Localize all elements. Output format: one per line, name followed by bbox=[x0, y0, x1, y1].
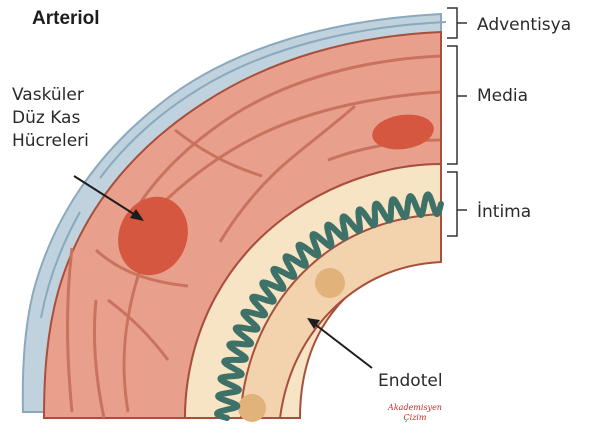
endothelial-nucleus bbox=[238, 394, 266, 422]
signature-line: Çizim bbox=[370, 413, 460, 423]
endotel-pointer-line bbox=[312, 322, 372, 368]
media-label: Media bbox=[477, 85, 528, 108]
vascular-smooth-muscle-label: Vasküler Düz Kas Hücreleri bbox=[12, 84, 132, 153]
endothelial-nucleus bbox=[315, 268, 345, 298]
signature-line: Akademisyen bbox=[370, 403, 460, 413]
media-bracket bbox=[447, 46, 467, 164]
signature-watermark: Akademisyen Çizim bbox=[370, 403, 460, 423]
adventitia-bracket bbox=[447, 8, 467, 38]
intima-label: İntima bbox=[477, 201, 531, 224]
endothelium-label: Endotel bbox=[378, 370, 443, 393]
vsmc-label-line: Hücreleri bbox=[12, 130, 132, 153]
diagram-title: Arteriol bbox=[32, 8, 100, 30]
vsmc-label-line: Düz Kas bbox=[12, 107, 132, 130]
intima-bracket bbox=[447, 172, 467, 236]
vsmc-label-line: Vasküler bbox=[12, 84, 132, 107]
adventitia-label: Adventisya bbox=[477, 14, 571, 37]
